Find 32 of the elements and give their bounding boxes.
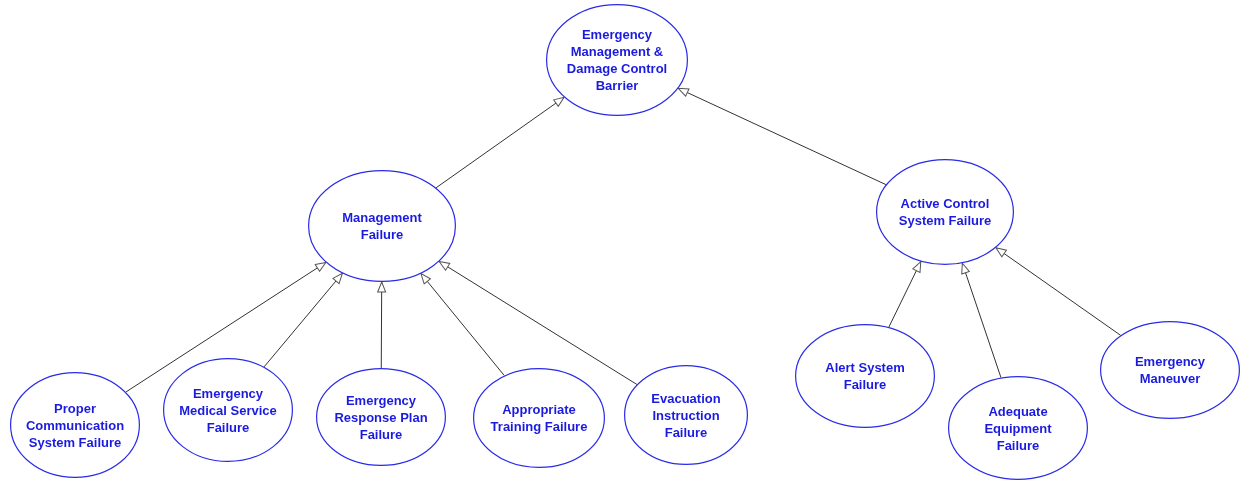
ellipse-node [1100, 321, 1240, 419]
node-label: Evacuation Instruction Failure [650, 389, 722, 441]
arrow [677, 87, 887, 186]
arrow [420, 273, 505, 376]
arrow [125, 261, 327, 393]
arrow [888, 261, 922, 328]
node-label: Management Failure [341, 209, 423, 243]
ellipse-node [473, 368, 605, 468]
ellipse-node [163, 358, 293, 462]
node-label: Emergency Management & Damage Control Barrier [565, 26, 669, 94]
arrow [961, 262, 1002, 379]
node-label: Adequate Equipment Failure [983, 402, 1053, 454]
arrow [377, 281, 387, 369]
ellipse-node [316, 368, 446, 466]
node-label: Proper Communication System Failure [24, 399, 126, 451]
node-label: Active Control System Failure [897, 195, 993, 229]
node-label: Alert System Failure [824, 359, 906, 393]
node-label: Appropriate Training Failure [489, 401, 589, 435]
ellipse-node [624, 365, 748, 465]
node-label: Emergency Maneuver [1133, 353, 1207, 387]
ellipse-node [948, 376, 1088, 480]
arrow [263, 272, 343, 368]
node-label: Emergency Medical Service Failure [178, 384, 278, 436]
arrow [995, 247, 1122, 336]
ellipse-node [795, 324, 935, 428]
ellipse-node [10, 372, 140, 478]
arrow [438, 261, 638, 385]
ellipse-node [546, 4, 688, 116]
ellipse-node [308, 170, 456, 282]
ellipse-node [876, 159, 1014, 265]
node-label: Emergency Response Plan Failure [333, 391, 429, 443]
arrow [435, 96, 565, 189]
